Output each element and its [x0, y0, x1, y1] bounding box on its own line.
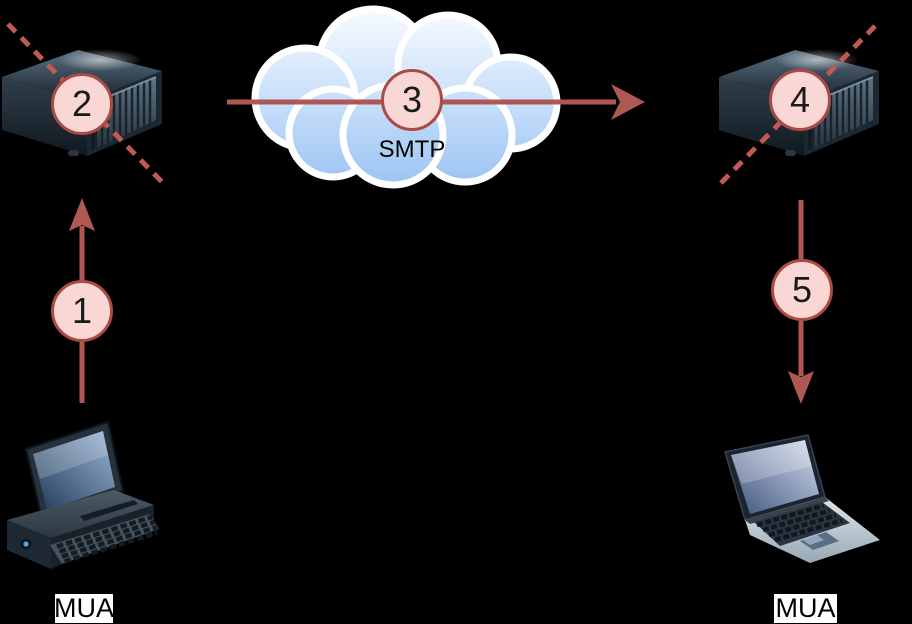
desktop-computer-icon: [7, 420, 159, 569]
step-badge-3: 3: [381, 69, 443, 131]
step-badge-5: 5: [771, 259, 833, 321]
laptop-icon: [724, 434, 880, 563]
mua-label-right: MUA: [774, 593, 837, 623]
step-badge-2: 2: [51, 73, 113, 135]
smtp-label: SMTP: [378, 136, 446, 163]
cloud-icon: [251, 5, 561, 189]
step-badge-1: 1: [51, 280, 113, 342]
mua-label-left: MUA: [54, 593, 114, 623]
step-badge-4: 4: [769, 69, 831, 131]
